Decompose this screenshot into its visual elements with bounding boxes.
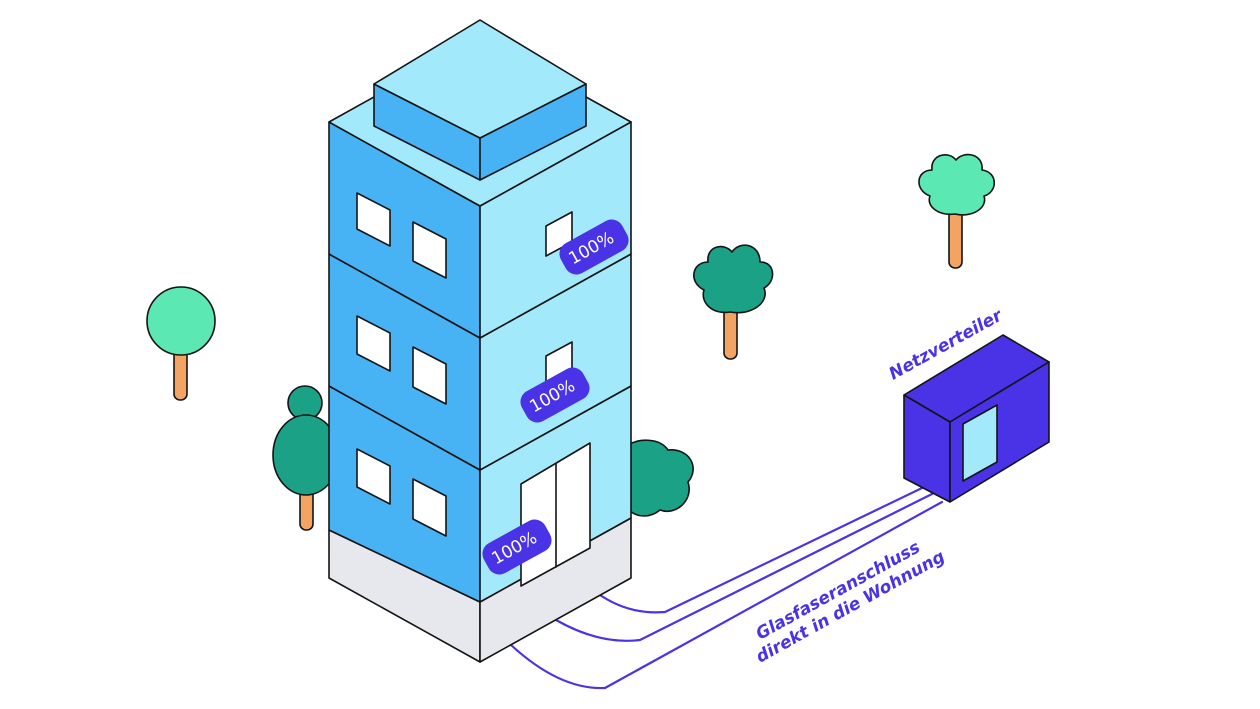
bush-right-of-building bbox=[627, 439, 694, 517]
tree-left bbox=[146, 286, 216, 401]
fiber-label-line2: direkt in die Wohnung bbox=[753, 547, 949, 668]
badge-floor-middle bbox=[520, 367, 590, 423]
badge-floor-bottom bbox=[482, 519, 552, 575]
fiber-cables bbox=[509, 263, 944, 690]
tree-middle bbox=[693, 244, 774, 360]
badge-floor-top bbox=[559, 219, 629, 275]
tree-top-right bbox=[918, 153, 996, 269]
network-distributor-box bbox=[903, 334, 1050, 503]
apartment-building bbox=[328, 19, 632, 663]
